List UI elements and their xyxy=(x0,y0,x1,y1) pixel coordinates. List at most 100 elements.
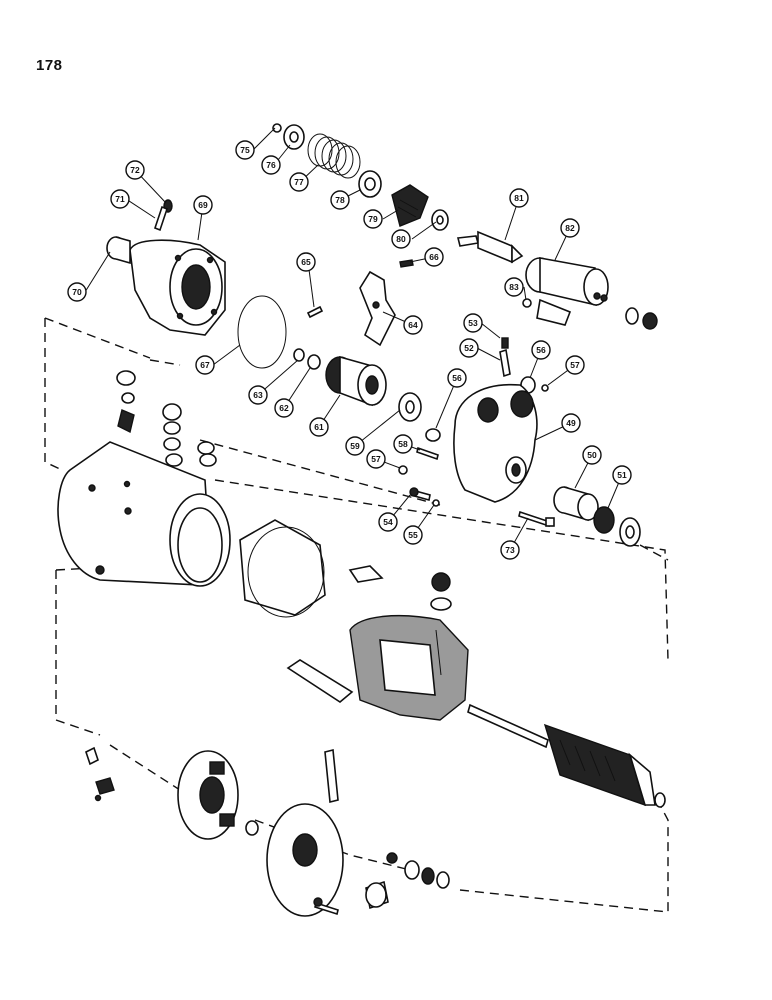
brush-clips xyxy=(85,746,115,802)
field-frame xyxy=(57,441,231,587)
svg-text:67: 67 xyxy=(200,360,210,370)
field-insulator xyxy=(239,519,326,618)
callout-73: 73 xyxy=(500,540,520,560)
callout-56: 56 xyxy=(531,340,551,360)
callout-67: 67 xyxy=(195,355,215,375)
svg-text:56: 56 xyxy=(452,373,462,383)
callout-71: 71 xyxy=(110,189,130,209)
svg-text:49: 49 xyxy=(566,418,576,428)
svg-text:71: 71 xyxy=(115,194,125,204)
svg-text:81: 81 xyxy=(514,193,524,203)
callout-54: 54 xyxy=(378,512,398,532)
callout-75: 75 xyxy=(235,140,255,160)
callout-52: 52 xyxy=(459,338,479,358)
svg-text:69: 69 xyxy=(198,200,208,210)
part-56-plug xyxy=(425,428,441,442)
callout-49: 49 xyxy=(561,413,581,433)
svg-text:83: 83 xyxy=(509,282,519,292)
part-82-solenoid xyxy=(525,257,658,330)
callout-56b: 56 xyxy=(447,368,467,388)
svg-text:51: 51 xyxy=(617,470,627,480)
svg-text:75: 75 xyxy=(240,145,250,155)
callout-70: 70 xyxy=(67,282,87,302)
svg-text:59: 59 xyxy=(350,441,360,451)
svg-text:76: 76 xyxy=(266,160,276,170)
part-79-drive-sleeve xyxy=(391,184,429,227)
svg-text:64: 64 xyxy=(408,320,418,330)
part-77-spring xyxy=(307,133,361,179)
callout-58: 58 xyxy=(393,434,413,454)
callout-83: 83 xyxy=(504,277,524,297)
part-81-plunger xyxy=(457,230,524,264)
callout-51: 51 xyxy=(612,465,632,485)
callout-50: 50 xyxy=(582,445,602,465)
assembly-dashed-lines xyxy=(44,317,669,913)
commutator-end-frame xyxy=(245,748,344,917)
part-67-gasket xyxy=(237,295,287,369)
part-76-washer xyxy=(283,124,305,150)
svg-text:73: 73 xyxy=(505,545,515,555)
callout-66: 66 xyxy=(424,247,444,267)
callout-72: 72 xyxy=(125,160,145,180)
part-49-drive-housing xyxy=(453,383,538,503)
part-73-bolt xyxy=(518,510,555,528)
page-number: 178 xyxy=(36,57,63,74)
callouts: 75 76 77 78 79 80 81 82 72 71 69 70 65 6… xyxy=(67,140,632,560)
svg-text:78: 78 xyxy=(335,195,345,205)
svg-text:72: 72 xyxy=(130,165,140,175)
part-66-screw xyxy=(399,259,414,268)
part-57-ball xyxy=(398,465,408,475)
callout-62: 62 xyxy=(274,398,294,418)
end-frame-hardware xyxy=(313,852,450,916)
callout-82: 82 xyxy=(560,218,580,238)
svg-text:57: 57 xyxy=(570,360,580,370)
part-75-ring xyxy=(272,123,282,133)
part-62-ring xyxy=(307,354,321,370)
field-coil-assembly xyxy=(349,572,469,721)
part-80-washer xyxy=(431,209,449,231)
part-69-housing xyxy=(129,239,226,336)
svg-text:53: 53 xyxy=(468,318,478,328)
part-83-washer xyxy=(522,298,532,308)
callout-63: 63 xyxy=(248,385,268,405)
callout-76: 76 xyxy=(261,155,281,175)
part-57b-ball xyxy=(541,384,549,392)
part-71-pin xyxy=(154,205,168,232)
svg-text:50: 50 xyxy=(587,450,597,460)
svg-text:66: 66 xyxy=(429,252,439,262)
svg-text:65: 65 xyxy=(301,257,311,267)
svg-text:62: 62 xyxy=(279,403,289,413)
svg-text:79: 79 xyxy=(368,214,378,224)
svg-text:61: 61 xyxy=(314,422,324,432)
part-64-shift-lever xyxy=(359,270,396,347)
svg-text:63: 63 xyxy=(253,390,263,400)
part-70-bushing xyxy=(106,236,131,265)
svg-text:55: 55 xyxy=(408,530,418,540)
part-55-washer xyxy=(432,499,440,507)
svg-text:52: 52 xyxy=(464,343,474,353)
callout-65: 65 xyxy=(296,252,316,272)
part-50-bushing xyxy=(553,486,599,522)
svg-text:70: 70 xyxy=(72,287,82,297)
part-58-pin xyxy=(416,446,439,461)
terminal-hardware xyxy=(116,370,217,467)
callout-79: 79 xyxy=(363,209,383,229)
armature xyxy=(467,703,666,808)
svg-text:58: 58 xyxy=(398,439,408,449)
part-59-washer xyxy=(398,392,422,422)
part-63-ring xyxy=(293,348,305,362)
part-51-bearing xyxy=(593,506,641,547)
callout-80: 80 xyxy=(391,229,411,249)
callout-57: 57 xyxy=(565,355,585,375)
insulator-strip xyxy=(348,565,384,583)
part-61-drive-pinion xyxy=(325,355,387,407)
part-53-plug xyxy=(501,337,509,349)
svg-text:80: 80 xyxy=(396,234,406,244)
callout-53: 53 xyxy=(463,313,483,333)
svg-text:82: 82 xyxy=(565,223,575,233)
callout-81: 81 xyxy=(509,188,529,208)
brush-holder-plate xyxy=(177,750,239,840)
part-65-pin xyxy=(306,305,324,319)
callout-69: 69 xyxy=(193,195,213,215)
